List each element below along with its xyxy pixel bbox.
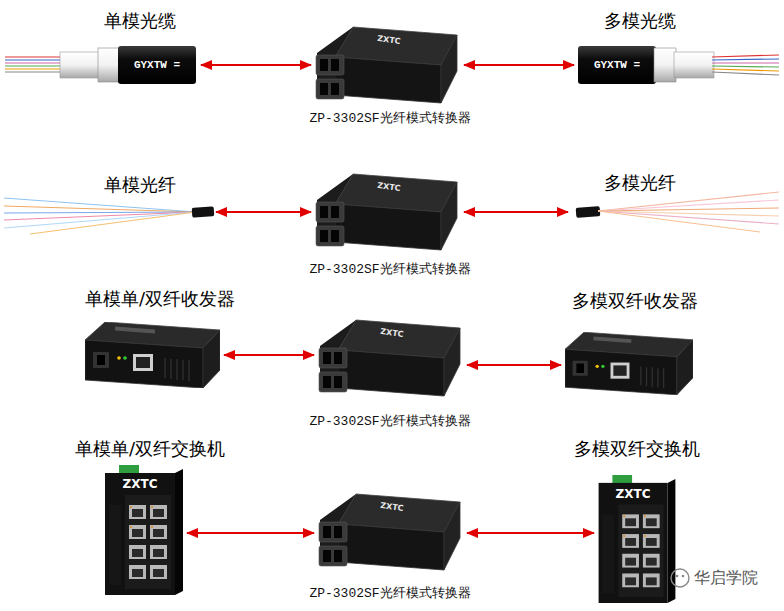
double-arrow — [467, 532, 594, 534]
item-heading: 多模双纤交换机 — [574, 438, 700, 460]
item-heading: 单模光缆 — [104, 10, 176, 32]
device-caption: ZP-3302SF光纤模式转换器 — [309, 586, 470, 602]
singlemode-transceiver: 单模单/双纤收发器 — [85, 322, 220, 388]
brand-logo: ZXTC — [123, 477, 158, 491]
item-heading: 多模光缆 — [604, 10, 676, 32]
double-arrow — [187, 532, 314, 534]
brand-logo: ZXTC — [616, 487, 651, 501]
multimode-transceiver: 多模双纤收发器 — [565, 332, 693, 398]
double-arrow — [464, 64, 574, 66]
singlemode-fiber: 单模光纤 — [2, 195, 212, 229]
item-heading: 多模双纤收发器 — [572, 290, 698, 312]
device-caption: ZP-3302SF光纤模式转换器 — [309, 111, 470, 127]
double-arrow — [201, 64, 311, 66]
watermark: 华启学院 — [694, 568, 758, 589]
multimode-fiber: 多模光纤 — [572, 190, 780, 234]
item-heading: 单模光纤 — [104, 174, 176, 196]
item-heading: 多模光纤 — [604, 172, 676, 194]
device-caption: ZP-3302SF光纤模式转换器 — [309, 414, 470, 430]
double-arrow — [467, 364, 561, 366]
item-heading: 单模单/双纤收发器 — [85, 288, 235, 310]
cable-marking: GYXTW = — [594, 59, 640, 71]
item-heading: 单模单/双纤交换机 — [75, 438, 225, 460]
device-caption: ZP-3302SF光纤模式转换器 — [309, 262, 470, 278]
double-arrow — [224, 354, 314, 356]
cable-marking: GYXTW = — [134, 59, 180, 71]
double-arrow — [216, 211, 311, 213]
double-arrow — [464, 211, 568, 213]
